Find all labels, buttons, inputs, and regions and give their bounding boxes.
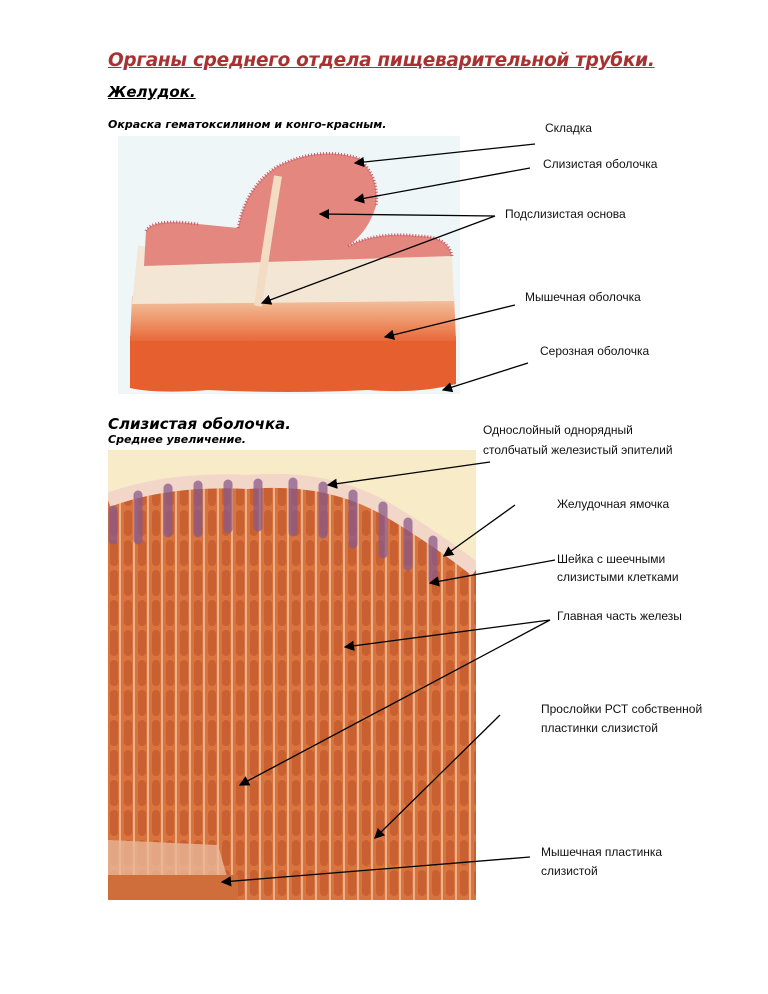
label-gastric-pit: Желудочная ямочка [557, 497, 670, 511]
label-fold: Складка [545, 121, 592, 135]
label-mucosa: Слизистая оболочка [543, 157, 658, 171]
label-neck-line1: Шейка с шеечными [557, 552, 666, 566]
arrow-submucosa-b [260, 215, 496, 305]
arrow-epithelium [326, 461, 491, 489]
label-main-part: Главная часть железы [557, 609, 682, 623]
arrow-main-part-a [343, 619, 551, 651]
label-muscularis-mucosae-line1: Мышечная пластинка [541, 845, 663, 859]
stomach-histology-image [118, 136, 460, 394]
arrow-lamina [374, 714, 501, 839]
label-epithelium-line1: Однослойный однорядный [483, 423, 633, 437]
label-epithelium-line2: столбчатый железистый эпителий [483, 443, 673, 457]
mucosa-histology-image [108, 450, 476, 900]
arrow-neck [428, 559, 556, 587]
section-heading-stomach: Желудок. [108, 83, 196, 101]
label-lamina-line1: Прослойки РСТ собственной [541, 702, 703, 716]
label-muscularis-mucosae-line2: слизистой [541, 864, 598, 878]
arrow-serosa [441, 362, 529, 393]
arrow-muscularis [383, 304, 516, 340]
page-title: Органы среднего отдела пищеварительной т… [108, 50, 655, 71]
label-serosa: Серозная оболочка [540, 344, 650, 358]
arrow-submucosa-a [318, 208, 496, 220]
label-submucosa: Подслизистая основа [505, 207, 626, 221]
arrow-gastric-pit [442, 504, 516, 557]
arrow-main-part-b [238, 619, 551, 786]
label-muscularis: Мышечная оболочка [525, 290, 641, 304]
magnification-caption: Среднее увеличение. [108, 433, 246, 446]
arrow-muscularis-mucosae [220, 856, 531, 887]
label-neck-line2: слизистыми клетками [557, 570, 679, 584]
label-lamina-line2: пластинки слизистой [541, 721, 658, 735]
stain-caption: Окраска гематоксилином и конго-красным. [108, 118, 387, 131]
section-heading-mucosa: Слизистая оболочка. [108, 415, 291, 433]
arrow-fold [353, 143, 536, 168]
arrow-mucosa [353, 167, 531, 204]
